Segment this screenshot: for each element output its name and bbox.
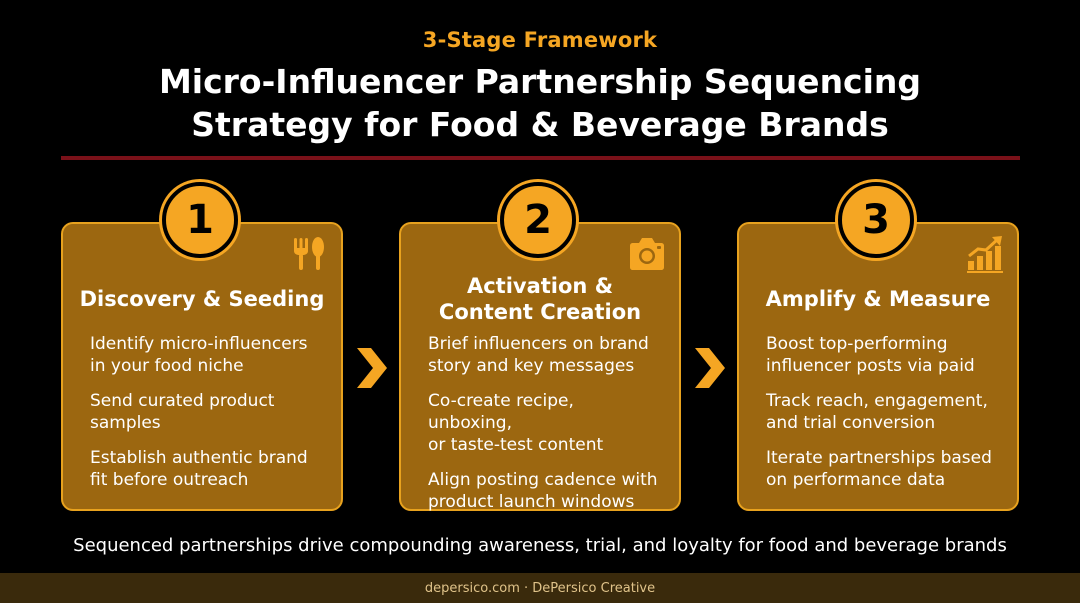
bullet-line: Establish authentic brand <box>90 448 308 468</box>
footer-credit: depersico.com · DePersico Creative <box>424 580 656 596</box>
stage-card-3: 3 Amplify & Measure Boost top-performing… <box>737 182 1019 511</box>
stage-title: Amplify & Measure <box>739 286 1017 312</box>
bullet-line: influencer posts via paid <box>766 356 975 376</box>
bullet-line: story and key messages <box>428 356 635 376</box>
eyebrow-label: 3-Stage Framework <box>422 28 658 52</box>
page-title: Micro-Influencer Partnership Sequencing … <box>0 60 1080 146</box>
stage-title-line: Content Creation <box>438 300 642 324</box>
stage-number-badge: 2 <box>500 182 576 258</box>
bullet-item: Iterate partnerships based on performanc… <box>766 447 999 491</box>
bullet-item: Track reach, engagement, and trial conve… <box>766 390 999 434</box>
bullet-line: Brief influencers on brand <box>428 334 649 354</box>
bullet-line: Iterate partnerships based <box>766 448 992 468</box>
growth-chart-icon <box>967 236 1003 273</box>
bullet-item: Send curated product samples <box>90 390 323 434</box>
bullet-line: fit before outreach <box>90 470 249 490</box>
bullet-item: Identify micro-influencers in your food … <box>90 333 323 377</box>
stage-number-badge: 3 <box>838 182 914 258</box>
bullet-line: Boost top-performing <box>766 334 948 354</box>
chevron-right-icon <box>357 348 387 388</box>
stage-number-badge: 1 <box>162 182 238 258</box>
stage-bullets: Boost top-performing influencer posts vi… <box>766 333 999 504</box>
title-line-1: Micro-Influencer Partnership Sequencing <box>158 62 922 101</box>
bullet-line: Send curated product <box>90 391 275 411</box>
bullet-line: on performance data <box>766 470 946 490</box>
title-line-2: Strategy for Food & Beverage Brands <box>191 105 889 144</box>
bullet-item: Establish authentic brand fit before out… <box>90 447 323 491</box>
bullet-item: Align posting cadence with product launc… <box>428 469 661 513</box>
stage-title: Discovery & Seeding <box>63 286 341 312</box>
bullet-line: Track reach, engagement, <box>766 391 988 411</box>
footer-bar: depersico.com · DePersico Creative <box>0 573 1080 603</box>
title-divider <box>61 156 1020 160</box>
bullet-line: Identify micro-influencers <box>90 334 308 354</box>
bullet-line: Co-create recipe, unboxing, <box>428 391 574 433</box>
bullet-item: Boost top-performing influencer posts vi… <box>766 333 999 377</box>
camera-icon <box>630 238 664 270</box>
tagline: Sequenced partnerships drive compounding… <box>73 535 1007 556</box>
chevron-right-icon <box>695 348 725 388</box>
bullet-line: samples <box>90 413 161 433</box>
stage-title-line: Discovery & Seeding <box>79 287 325 311</box>
bullet-line: or taste-test content <box>428 435 604 455</box>
utensils-icon <box>294 237 324 270</box>
bullet-line: Align posting cadence with <box>428 470 658 490</box>
stage-card-1: 1 Discovery & Seeding Identify micro-inf… <box>61 182 343 511</box>
stage-bullets: Identify micro-influencers in your food … <box>90 333 323 504</box>
bullet-line: product launch windows <box>428 492 635 512</box>
stage-card-2: 2 Activation & Content Creation Brief in… <box>399 182 681 512</box>
stage-title: Activation & Content Creation <box>401 273 679 325</box>
stage-bullets: Brief influencers on brand story and key… <box>428 333 661 526</box>
stage-title-line: Amplify & Measure <box>765 287 991 311</box>
bullet-line: and trial conversion <box>766 413 936 433</box>
bullet-item: Brief influencers on brand story and key… <box>428 333 661 377</box>
bullet-item: Co-create recipe, unboxing, or taste-tes… <box>428 390 661 456</box>
bullet-line: in your food niche <box>90 356 244 376</box>
stage-title-line: Activation & <box>466 274 614 298</box>
